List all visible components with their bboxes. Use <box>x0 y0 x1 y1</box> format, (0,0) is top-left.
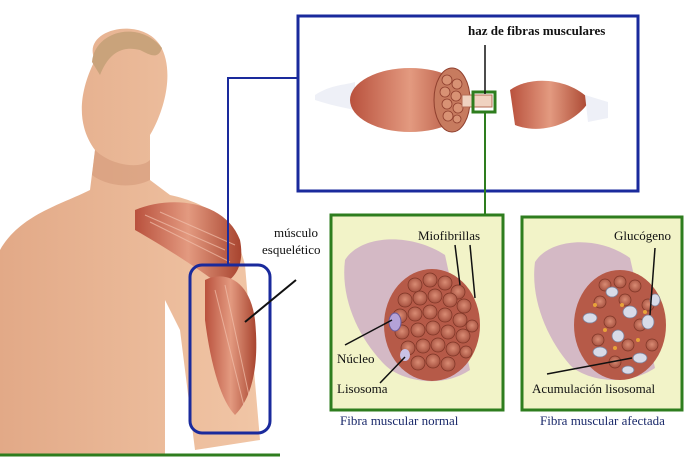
human-figure <box>0 29 280 455</box>
normal-fiber-caption: Fibra muscular normal <box>340 413 458 429</box>
affected-fiber-caption: Fibra muscular afectada <box>540 413 665 429</box>
bundle-label: haz de fibras musculares <box>468 24 605 38</box>
glycogen-label: Glucógeno <box>614 229 671 243</box>
muscle-label-line1: músculo <box>274 226 318 240</box>
accumulation-label: Acumulación lisosomal <box>532 382 655 396</box>
myofibrils-label: Miofibrillas <box>418 229 480 243</box>
lysosome-label: Lisosoma <box>337 382 388 396</box>
nucleus-label: Núcleo <box>337 352 375 366</box>
muscle-label-line2: esquelético <box>262 243 320 257</box>
